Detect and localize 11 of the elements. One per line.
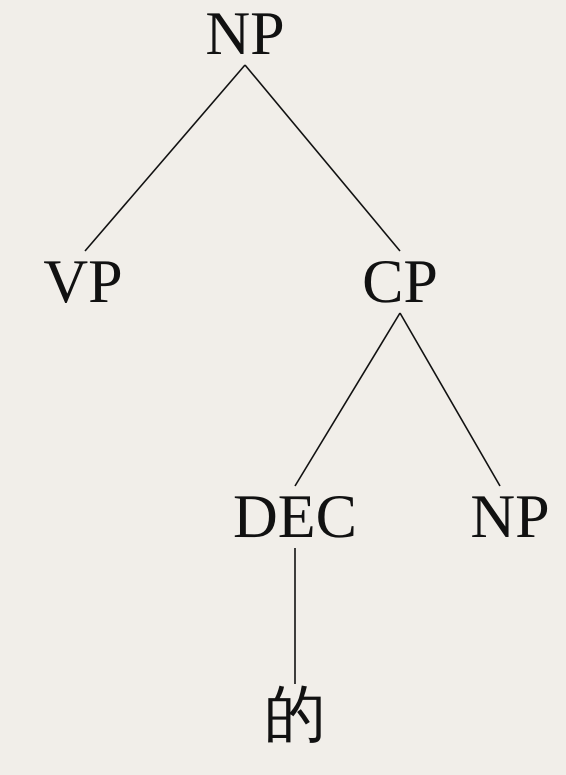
category-label: VP — [43, 251, 123, 313]
word-label: 的 — [264, 684, 326, 746]
tree-branch — [294, 548, 296, 684]
category-label: NP — [470, 486, 550, 548]
tree-branch — [84, 64, 246, 252]
category-label: CP — [362, 251, 438, 313]
tree-branch — [294, 312, 401, 486]
category-label: NP — [205, 3, 285, 65]
category-label: DEC — [233, 486, 357, 548]
tree-branch — [399, 312, 501, 486]
tree-branch — [244, 64, 401, 252]
